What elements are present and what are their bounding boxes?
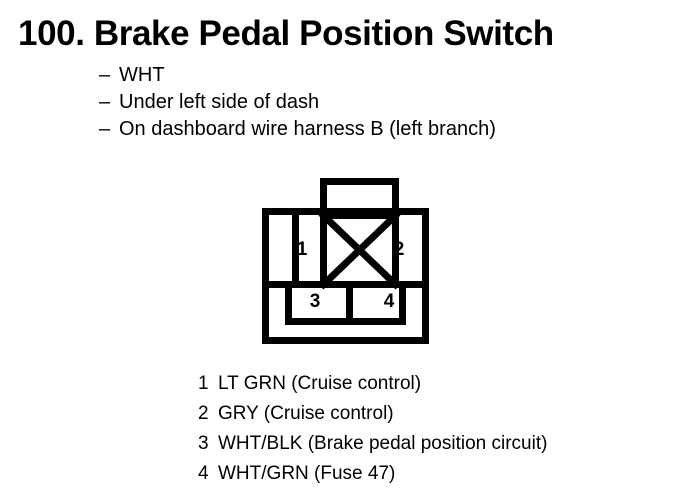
connector-diagram: 1 2 3 4 — [250, 168, 450, 358]
upper-shell-left-wing — [262, 208, 299, 288]
legend-pin-label: GRY (Cruise control) — [218, 403, 394, 424]
lower-shell-outline — [262, 281, 429, 344]
legend-row: 3 WHT/BLK (Brake pedal position circuit) — [198, 429, 547, 459]
list-item: – On dashboard wire harness B (left bran… — [99, 116, 496, 143]
legend-pin-number: 4 — [198, 463, 209, 484]
legend-pin-number: 3 — [198, 433, 209, 454]
page-title: 100. Brake Pedal Position Switch — [18, 14, 554, 53]
legend-pin-label: LT GRN (Cruise control) — [218, 373, 422, 394]
list-item-label: On dashboard wire harness B (left branch… — [119, 118, 496, 140]
legend-row: 4 WHT/GRN (Fuse 47) — [198, 459, 547, 489]
lower-cavity-box — [285, 281, 406, 325]
list-item-label: Under left side of dash — [119, 91, 320, 113]
legend-pin-number: 2 — [198, 403, 209, 424]
connector-svg: 1 2 3 4 — [262, 178, 429, 344]
legend-pin-label: WHT/GRN (Fuse 47) — [218, 463, 396, 484]
key-diagonal-2 — [318, 210, 401, 290]
legend-row: 1 LT GRN (Cruise control) — [198, 369, 547, 399]
legend-pin-number: 1 — [198, 373, 209, 394]
cavity-number-2: 2 — [394, 239, 405, 260]
dash-icon: – — [99, 118, 111, 140]
center-key-box — [320, 212, 399, 288]
cavity-number-4: 4 — [384, 291, 395, 312]
dash-icon: – — [99, 91, 111, 113]
cavity-number-3: 3 — [310, 291, 321, 312]
description-list: – WHT – Under left side of dash – On das… — [99, 62, 496, 143]
pin-legend: 1 LT GRN (Cruise control) 2 GRY (Cruise … — [198, 369, 547, 489]
list-item: – WHT — [99, 62, 496, 89]
cavity-number-1: 1 — [297, 239, 308, 260]
list-item: – Under left side of dash — [99, 89, 496, 116]
list-item-label: WHT — [119, 64, 165, 86]
legend-row: 2 GRY (Cruise control) — [198, 399, 547, 429]
dash-icon: – — [99, 64, 111, 86]
locking-tab — [320, 178, 399, 213]
legend-pin-label: WHT/BLK (Brake pedal position circuit) — [218, 433, 548, 454]
